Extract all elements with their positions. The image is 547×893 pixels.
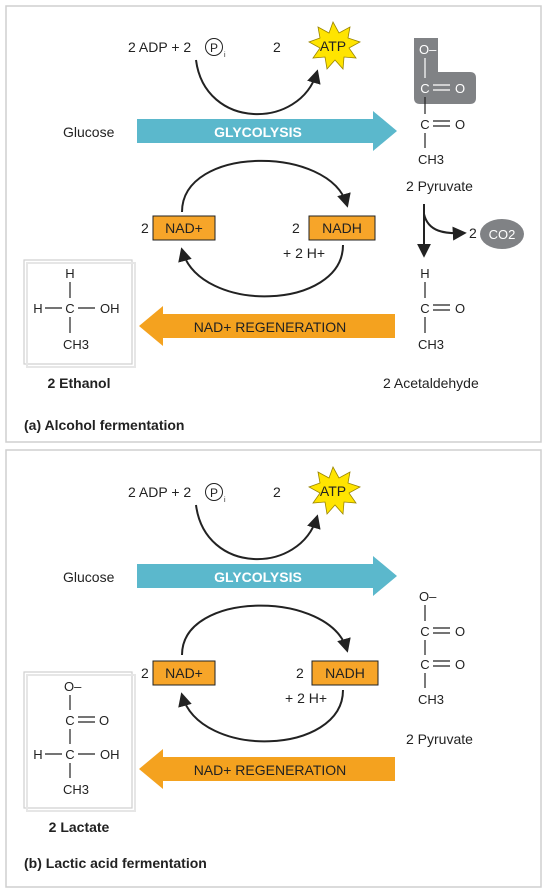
nadh-oxidation-arrow bbox=[178, 689, 344, 743]
svg-text:CH3: CH3 bbox=[418, 337, 444, 352]
svg-text:P: P bbox=[210, 41, 218, 55]
co2-label: CO2 bbox=[489, 227, 516, 242]
svg-text:CH3: CH3 bbox=[418, 152, 444, 167]
atp-coefficient: 2 bbox=[273, 39, 281, 55]
co2-bubble bbox=[480, 219, 524, 249]
svg-text:C: C bbox=[420, 624, 429, 639]
svg-text:CH3: CH3 bbox=[418, 692, 444, 707]
panel-alcohol-fermentation: 2 ADP + 2 P i 2 ATP Glucose GLYCOLYSIS 2… bbox=[5, 5, 542, 443]
carboxyl-highlight bbox=[414, 38, 476, 104]
co2-coefficient: 2 bbox=[469, 225, 477, 241]
adp-pi-label: 2 ADP + 2 bbox=[128, 484, 191, 500]
svg-text:C: C bbox=[420, 117, 429, 132]
nadh-box bbox=[308, 215, 376, 241]
nad-regeneration-label: NAD+ REGENERATION bbox=[194, 762, 347, 778]
atp-label: ATP bbox=[320, 483, 346, 499]
svg-text:H: H bbox=[420, 266, 429, 281]
svg-text:O: O bbox=[455, 657, 465, 672]
svg-text:H: H bbox=[65, 266, 74, 281]
pyruvate-label: 2 Pyruvate bbox=[406, 178, 473, 194]
nadh-coefficient: 2 bbox=[296, 665, 304, 681]
svg-text:O: O bbox=[455, 81, 465, 96]
hydrogen-ion-label: + 2 H+ bbox=[285, 690, 327, 706]
pyruvate-structure: O– C O C O CH3 bbox=[414, 38, 476, 167]
svg-text:C: C bbox=[420, 81, 429, 96]
glycolysis-arrow bbox=[137, 556, 397, 596]
nad-regeneration-arrow bbox=[139, 749, 395, 789]
svg-text:OH: OH bbox=[100, 747, 120, 762]
svg-text:P: P bbox=[210, 486, 218, 500]
lactate-label: 2 Lactate bbox=[49, 819, 110, 835]
svg-text:i: i bbox=[224, 52, 226, 59]
atp-coefficient: 2 bbox=[273, 484, 281, 500]
lactate-box: O– C O H C OH CH3 bbox=[23, 671, 136, 812]
nadh-box bbox=[311, 660, 379, 686]
nadh-label: NADH bbox=[322, 220, 362, 236]
svg-text:O–: O– bbox=[419, 589, 437, 604]
svg-text:CH3: CH3 bbox=[63, 782, 89, 797]
pyruvate-structure: O– C O C O CH3 bbox=[418, 589, 465, 707]
svg-text:C: C bbox=[420, 657, 429, 672]
nad-box bbox=[152, 215, 216, 241]
nad-label: NAD+ bbox=[165, 220, 203, 236]
svg-text:O–: O– bbox=[64, 679, 82, 694]
atp-star-icon: ATP bbox=[308, 21, 361, 70]
svg-text:H: H bbox=[33, 747, 42, 762]
nad-reduction-arrow bbox=[181, 604, 351, 656]
glycolysis-label: GLYCOLYSIS bbox=[214, 569, 302, 585]
nadh-label: NADH bbox=[325, 665, 365, 681]
glycolysis-arrow bbox=[137, 111, 397, 151]
nad-regeneration-label: NAD+ REGENERATION bbox=[194, 319, 347, 335]
nad-coefficient: 2 bbox=[141, 665, 149, 681]
phosphate-icon: P i bbox=[205, 38, 226, 59]
svg-text:C: C bbox=[420, 301, 429, 316]
nadh-coefficient: 2 bbox=[292, 220, 300, 236]
panel-b-border bbox=[5, 449, 542, 888]
svg-text:C: C bbox=[65, 713, 74, 728]
panel-a-caption: (a) Alcohol fermentation bbox=[24, 417, 185, 433]
svg-text:O–: O– bbox=[419, 42, 437, 57]
nad-label: NAD+ bbox=[165, 665, 203, 681]
pyruvate-label: 2 Pyruvate bbox=[406, 731, 473, 747]
svg-text:H: H bbox=[33, 301, 42, 316]
co2-release-arrow bbox=[423, 213, 467, 241]
acetaldehyde-structure: H C O CH3 bbox=[418, 266, 465, 352]
nad-regeneration-arrow bbox=[139, 306, 395, 346]
ethanol-label: 2 Ethanol bbox=[47, 375, 110, 391]
adp-pi-label: 2 ADP + 2 bbox=[128, 39, 191, 55]
panel-b-caption: (b) Lactic acid fermentation bbox=[24, 855, 207, 871]
svg-text:C: C bbox=[65, 301, 74, 316]
glycolysis-label: GLYCOLYSIS bbox=[214, 124, 302, 140]
svg-text:O: O bbox=[455, 117, 465, 132]
phosphate-icon: P i bbox=[205, 483, 226, 504]
svg-text:O: O bbox=[99, 713, 109, 728]
atp-synthesis-arrow bbox=[195, 59, 321, 115]
svg-text:CH3: CH3 bbox=[63, 337, 89, 352]
atp-label: ATP bbox=[320, 38, 346, 54]
panel-lactic-acid-fermentation: 2 ADP + 2 P i 2 ATP Glucose GLYCOLYSIS 2… bbox=[5, 449, 542, 888]
atp-synthesis-arrow bbox=[195, 504, 321, 560]
nad-reduction-arrow bbox=[181, 159, 351, 213]
glucose-label: Glucose bbox=[63, 569, 115, 585]
nad-box bbox=[152, 660, 216, 686]
svg-text:O: O bbox=[455, 624, 465, 639]
glucose-label: Glucose bbox=[63, 124, 115, 140]
svg-text:O: O bbox=[455, 301, 465, 316]
hydrogen-ion-label: + 2 H+ bbox=[283, 245, 325, 261]
svg-text:C: C bbox=[65, 747, 74, 762]
ethanol-box: H H C OH CH3 bbox=[23, 259, 136, 368]
nadh-oxidation-arrow bbox=[178, 244, 344, 298]
svg-text:i: i bbox=[224, 497, 226, 504]
nad-coefficient: 2 bbox=[141, 220, 149, 236]
acetaldehyde-label: 2 Acetaldehyde bbox=[383, 375, 479, 391]
svg-text:OH: OH bbox=[100, 301, 120, 316]
atp-star-icon: ATP bbox=[308, 466, 361, 515]
